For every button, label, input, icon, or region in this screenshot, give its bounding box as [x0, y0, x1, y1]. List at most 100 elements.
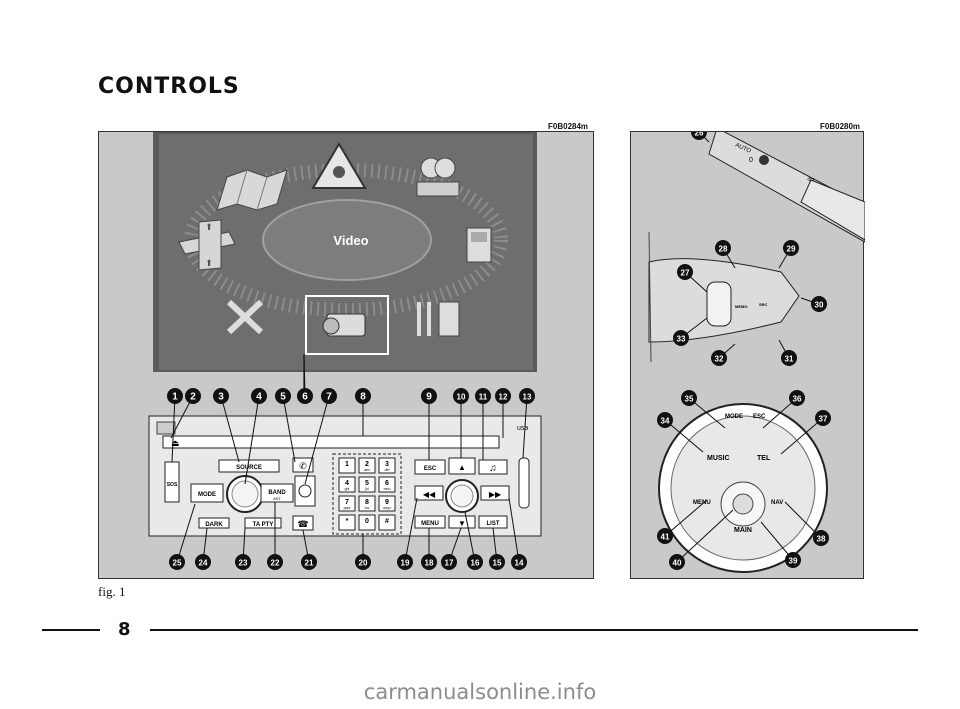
keypad-letters: pqrs — [344, 506, 351, 510]
keypad-letters: abc — [364, 468, 370, 472]
callout-10: 10 — [453, 388, 469, 458]
card-slot[interactable] — [518, 457, 530, 509]
wheel-nav-button[interactable]: NAV — [771, 500, 783, 506]
screen-center-label: Video — [333, 233, 368, 248]
wheel-esc-button[interactable]: ESC — [753, 414, 766, 420]
brand-label: usa — [517, 425, 528, 432]
keypad-digit: 2 — [365, 461, 369, 468]
callout-number: 38 — [817, 535, 826, 544]
wheel-mode-button[interactable]: MODE — [725, 414, 743, 420]
callout-number: 5 — [280, 392, 286, 403]
keypad-key-1[interactable]: 1 — [338, 457, 356, 474]
sos-label: SOS — [167, 482, 178, 488]
callout-24: 24 — [195, 527, 211, 570]
band-button[interactable] — [260, 483, 294, 503]
wheel-main-button[interactable]: MAIN — [734, 527, 752, 534]
keypad-letters: wxyz — [383, 506, 391, 510]
music-note-icon: ♫ — [489, 463, 497, 474]
phone-hangup-icon: ☎ — [297, 519, 308, 529]
stalk-src-label: SRC — [759, 302, 768, 307]
radio-panel: usa ⏏ SOS SOURCE MODE BAND AST DARK TA P… — [148, 415, 542, 537]
mode-label: MODE — [198, 492, 216, 498]
callout-number: 41 — [661, 533, 670, 542]
callout-12: 12 — [495, 388, 511, 438]
esc-button[interactable] — [414, 459, 446, 475]
stalk-ring-icon — [759, 155, 769, 165]
keypad-letters: def — [385, 468, 390, 472]
forward-button[interactable] — [480, 485, 510, 501]
page-number: 8 — [118, 619, 131, 640]
keypad-key-0[interactable]: 0 — [358, 514, 376, 531]
wheel-menu-button[interactable]: MENU — [693, 500, 711, 506]
callout-40: 40 — [669, 509, 734, 570]
callout-number: 30 — [815, 301, 824, 310]
down-button[interactable] — [448, 515, 476, 529]
callout-number: 37 — [819, 415, 828, 424]
callout-number: 20 — [359, 559, 368, 568]
footer-rule-right — [150, 629, 918, 631]
tools-settings-icon — [226, 299, 264, 335]
rewind-icon: ◀◀ — [423, 490, 436, 499]
menu-button[interactable] — [414, 515, 446, 529]
keypad-letters: ghi — [345, 487, 350, 491]
menu-label: MENU — [421, 521, 439, 527]
stalk-zero-label: 0 — [749, 157, 753, 164]
memo-roller[interactable] — [706, 281, 732, 327]
keypad-key-*[interactable]: * — [338, 514, 356, 531]
callout-number: 16 — [471, 559, 480, 568]
dark-button[interactable] — [198, 517, 230, 529]
callout-21: 21 — [301, 529, 317, 570]
keypad-digit: 9 — [385, 499, 389, 506]
callout-15: 15 — [489, 527, 505, 570]
mode-button[interactable] — [190, 483, 224, 503]
callout-number: 36 — [793, 395, 802, 404]
phone-answer-button[interactable] — [292, 457, 314, 473]
up-arrow-icon: ▲ — [458, 463, 466, 472]
callout-2: 2 — [170, 388, 201, 439]
keypad-letters: jkl — [364, 487, 369, 491]
callout-18: 18 — [421, 528, 437, 570]
telephone-icon — [466, 227, 492, 263]
dark-label: DARK — [205, 522, 223, 528]
up-button[interactable] — [448, 457, 476, 475]
keypad-digit: 8 — [365, 499, 369, 506]
center-rotary[interactable] — [732, 493, 754, 515]
tapty-label: TA PTY — [253, 522, 274, 528]
callout-number: 34 — [661, 417, 670, 426]
cd-player-icon — [416, 157, 460, 197]
keypad-digit: 5 — [365, 480, 369, 487]
callout-number: 21 — [305, 559, 314, 568]
stalk-memo-label: MEMO — [735, 304, 747, 309]
music-button[interactable] — [478, 459, 508, 475]
callout-7: 7 — [304, 388, 337, 485]
callout-1: 1 — [167, 388, 183, 463]
wheel-music-button[interactable]: MUSIC — [707, 455, 730, 462]
tapty-button[interactable] — [244, 517, 282, 529]
callout-6: 6 — [297, 353, 313, 404]
video-camera-icon — [305, 295, 389, 355]
callout-11: 11 — [475, 388, 491, 460]
callout-number: 4 — [256, 392, 262, 403]
keypad-key-#[interactable]: # — [378, 514, 396, 531]
svg-text:⬆: ⬆ — [205, 258, 213, 268]
eject-icon[interactable]: ⏏ — [171, 438, 180, 448]
callout-26: 26 — [691, 124, 710, 143]
cd-slot[interactable] — [162, 435, 500, 449]
callout-17: 17 — [441, 527, 462, 570]
phone-answer-icon: ✆ — [299, 461, 307, 471]
rewind-button[interactable] — [414, 485, 444, 501]
callout-number: 7 — [326, 392, 332, 403]
wheel-tel-button[interactable]: TEL — [757, 455, 771, 462]
equalizer-icon — [417, 301, 460, 337]
callout-31: 31 — [778, 339, 797, 366]
callout-number: 8 — [360, 392, 366, 403]
